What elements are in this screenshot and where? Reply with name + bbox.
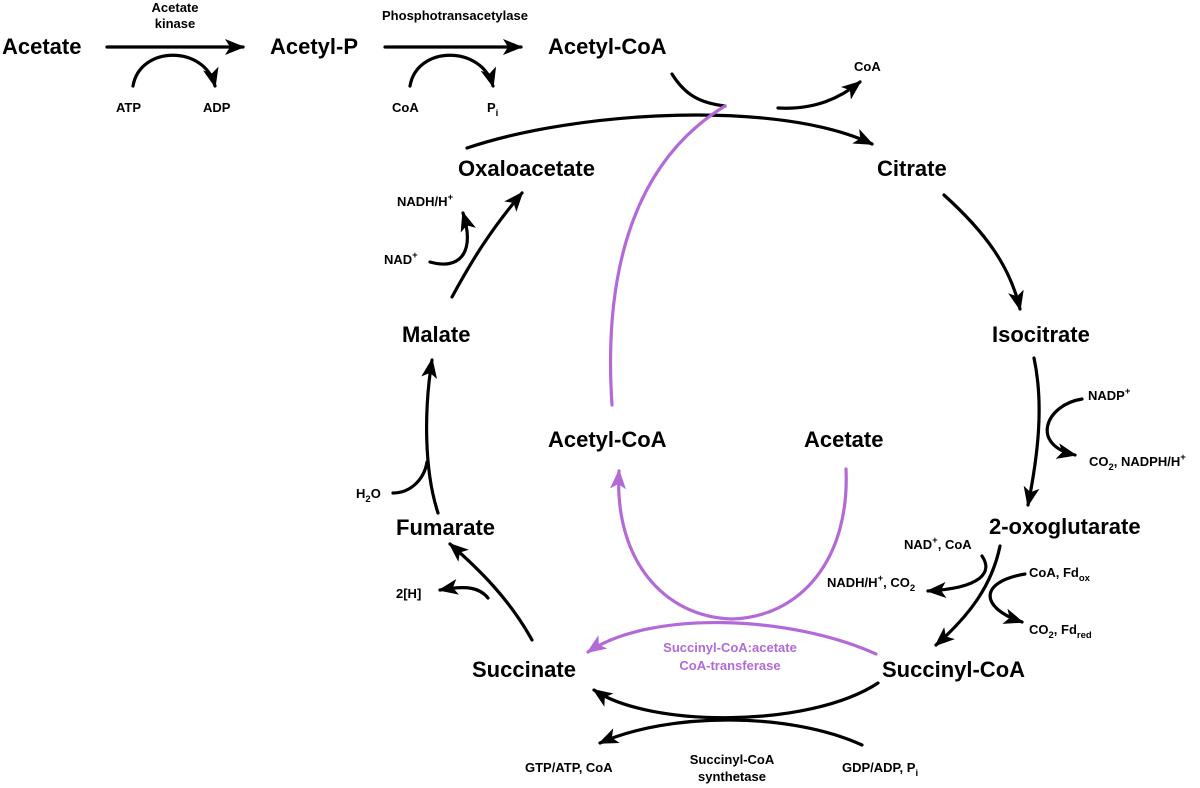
metabolite-oxaloacetate: Oxaloacetate — [458, 156, 595, 181]
cofactor-adp: ADP — [203, 100, 231, 115]
acetyl-coa-input-curve — [670, 72, 727, 108]
enzyme-synthetase-line2: synthetase — [698, 769, 766, 784]
cofactor-h2o: H2O — [356, 486, 381, 505]
metabolite-malate: Malate — [402, 322, 470, 347]
metabolite-acetyl-p: Acetyl-P — [270, 34, 358, 59]
arrow-succinyl-coa-to-succinate — [592, 681, 880, 720]
enzyme-phosphotransacetylase: Phosphotransacetylase — [382, 8, 528, 23]
atp-to-adp-side-arrow — [131, 53, 219, 88]
nad-coa-to-nadh-co2-side-arrow — [926, 554, 988, 598]
two-h-release-arrow — [438, 578, 490, 600]
enzyme-transferase-line1: Succinyl-CoA:acetate — [663, 640, 797, 655]
metabolite-fumarate: Fumarate — [396, 515, 495, 540]
enzyme-acetate-kinase-line2: kinase — [155, 16, 195, 31]
enzyme-acetate-kinase-line1: Acetate — [152, 0, 199, 15]
metabolite-2-oxoglutarate: 2-oxoglutarate — [989, 514, 1141, 539]
arrow-oxaloacetate-to-citrate — [465, 113, 874, 150]
gdp-to-gtp-side-arrow — [598, 718, 864, 747]
cofactor-coa-out: CoA — [854, 59, 881, 74]
metabolite-isocitrate: Isocitrate — [992, 322, 1090, 347]
metabolite-acetate-inner: Acetate — [804, 427, 883, 452]
cofactor-coa-in: CoA — [392, 100, 419, 115]
enzyme-synthetase-line1: Succinyl-CoA — [690, 752, 775, 767]
cofactor-atp: ATP — [116, 100, 141, 115]
cofactor-pi: Pi — [487, 100, 498, 119]
cofactor-2h: 2[H] — [396, 586, 421, 601]
purple-acetate-input-curve — [730, 467, 848, 621]
nadp-to-nadph-side-arrow — [1045, 397, 1084, 459]
cofactor-nad-coa: NAD+, CoA — [904, 535, 972, 552]
cofactor-coa-fdox: CoA, Fdox — [1029, 565, 1091, 584]
metabolite-succinate: Succinate — [472, 657, 576, 682]
metabolite-succinyl-coa: Succinyl-CoA — [882, 657, 1025, 682]
coa-to-pi-side-arrow — [408, 53, 497, 88]
purple-acetyl-coa-to-citrate-synthase — [608, 104, 727, 407]
metabolite-acetate-top: Acetate — [2, 34, 81, 59]
cofactor-nadh-malate: NADH/H+ — [397, 192, 454, 209]
cofactor-nadp: NADP+ — [1088, 386, 1131, 403]
purple-succinyl-coa-to-succinate-arrow — [586, 621, 878, 656]
arrow-succinate-to-fumarate — [448, 542, 534, 642]
purple-acetyl-coa-output-arrow — [610, 469, 734, 621]
arrow-citrate-to-isocitrate — [942, 193, 1024, 311]
enzyme-transferase-line2: CoA-transferase — [679, 658, 780, 673]
metabolite-acetyl-coa-top: Acetyl-CoA — [548, 34, 667, 59]
arrow-isocitrate-to-2-oxoglutarate — [1023, 356, 1041, 507]
cofactor-co2-fdred: CO2, Fdred — [1029, 622, 1092, 641]
coa-release-arrow — [776, 80, 862, 110]
cofactor-nadh-co2: NADH/H+, CO2 — [827, 573, 915, 594]
cofactor-gtp-atp-coa: GTP/ATP, CoA — [525, 760, 613, 775]
arrow-fumarate-to-malate — [421, 358, 440, 515]
metabolite-acetyl-coa-inner: Acetyl-CoA — [548, 427, 667, 452]
cofactor-co2-nadph: CO2, NADPH/H+ — [1089, 452, 1186, 473]
cofactor-nad-malate: NAD+ — [384, 250, 418, 267]
arrow-2-oxoglutarate-to-succinyl-coa — [934, 544, 1002, 647]
coa-fdox-to-co2-fdred-side-arrow — [988, 572, 1027, 624]
water-input-curve — [391, 460, 429, 495]
arrow-malate-to-oxaloacetate — [450, 191, 524, 299]
cofactor-gdp-adp-pi: GDP/ADP, Pi — [842, 760, 918, 779]
metabolite-citrate: Citrate — [877, 156, 947, 181]
nad-to-nadh-side-arrow — [428, 211, 476, 266]
